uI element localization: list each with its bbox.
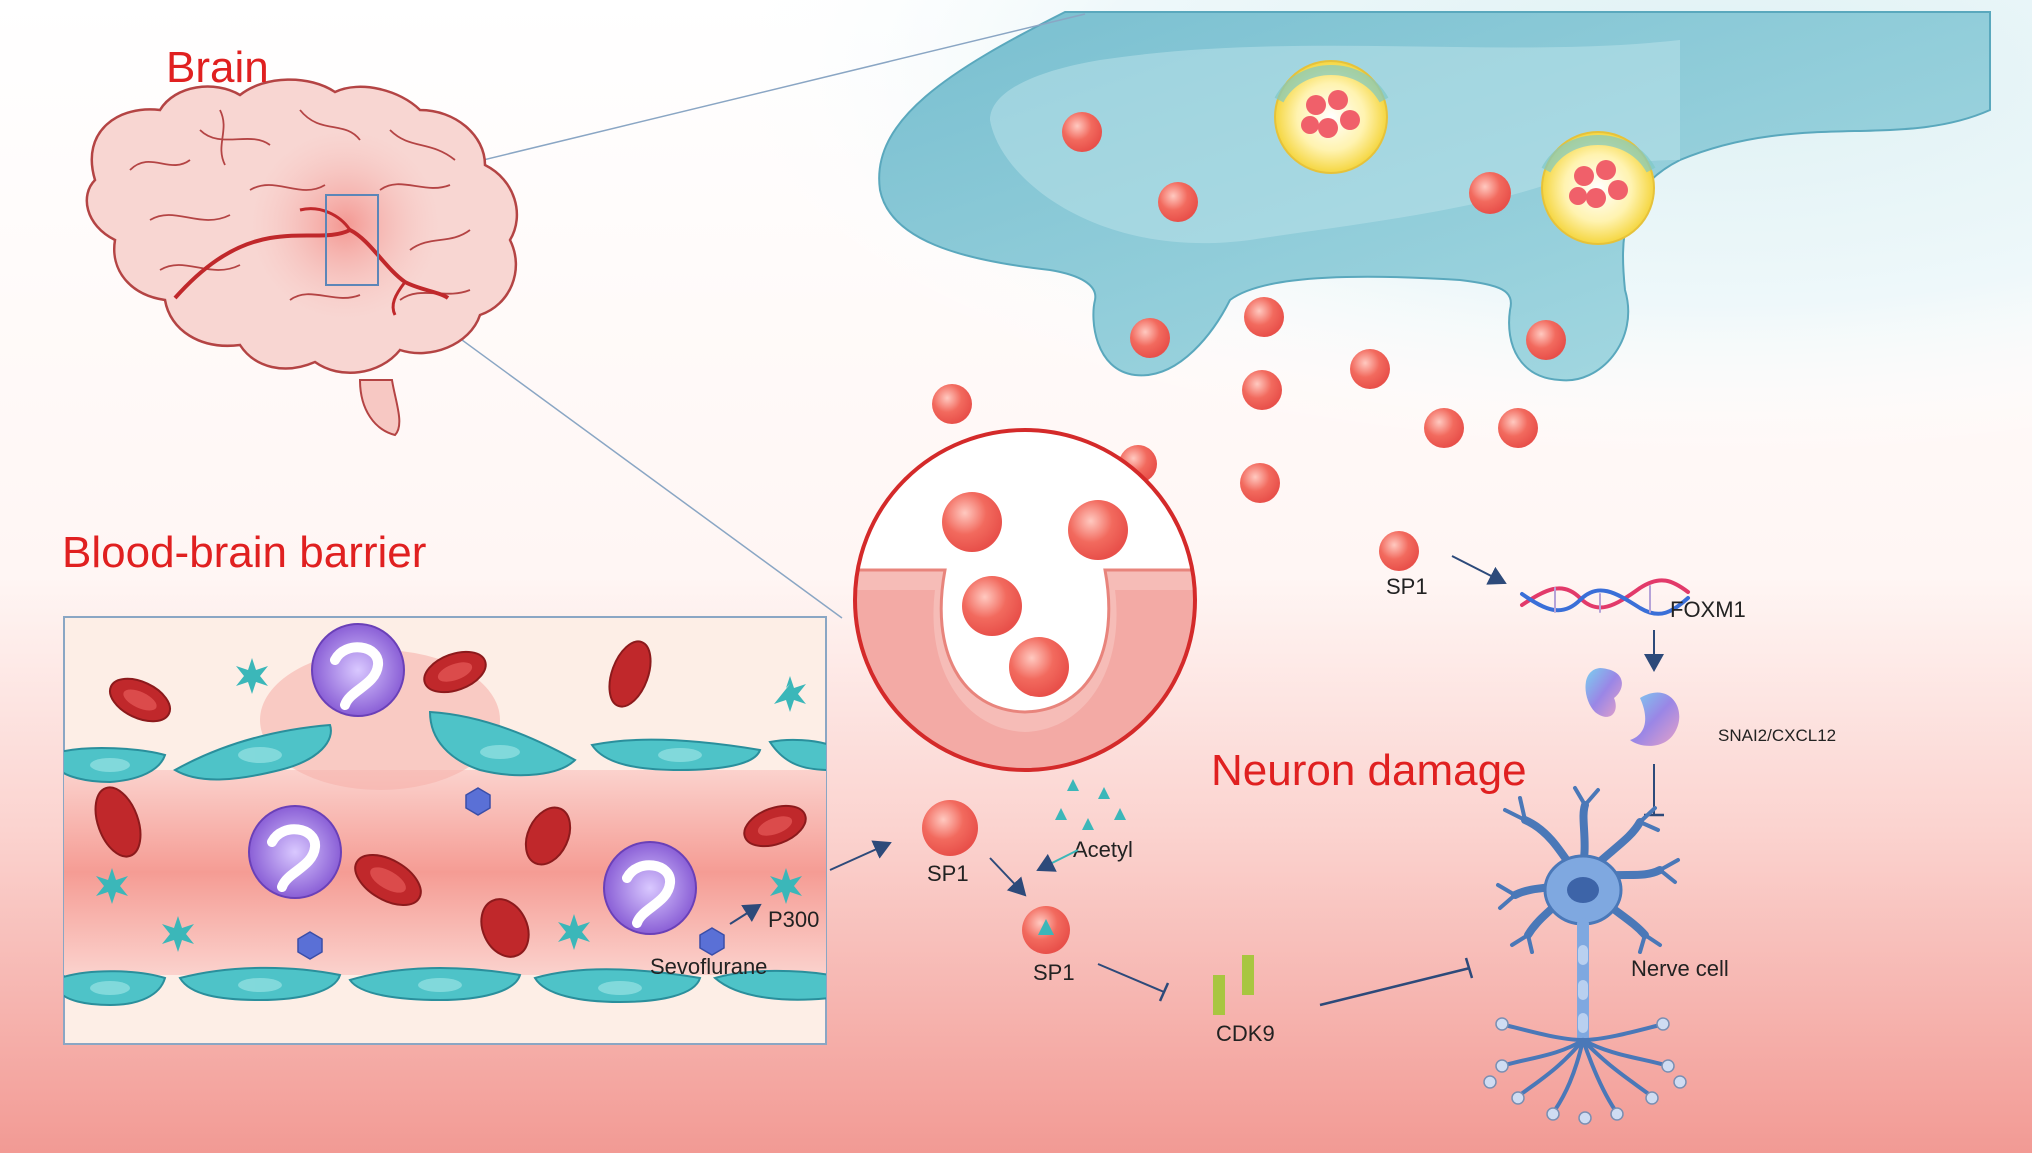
blood-brain-barrier-panel: P300 Sevoflurane <box>63 616 827 1045</box>
endocytosis-zoom <box>853 428 1197 772</box>
brain-title: Brain <box>166 43 269 92</box>
sevoflurane-hexagon-icon <box>297 787 725 960</box>
protein-icon <box>1585 668 1680 746</box>
dna-helix-icon <box>1520 578 1690 616</box>
sp1-foxm1-pathway: SP1 FOXM1 SNAI2/CXCL12 <box>1379 531 1836 817</box>
sp1-acetylation-pathway: SP1 Acetyl SP1 CDK9 <box>829 779 1474 1046</box>
p300-label: P300 <box>768 907 819 932</box>
zoom-line <box>379 13 1086 186</box>
cdk9-label: CDK9 <box>1216 1021 1275 1046</box>
sp1-particles <box>932 112 1566 503</box>
endothelial-cells-bottom <box>64 966 826 1007</box>
acetyl-triangles <box>1055 779 1126 830</box>
cdk9-icon <box>1213 955 1254 1015</box>
sp1-particle <box>1379 531 1419 571</box>
bbb-title: Blood-brain barrier <box>62 528 426 577</box>
acetyl-label: Acetyl <box>1073 837 1133 862</box>
synaptic-vesicle <box>1541 131 1656 245</box>
region-marker <box>325 194 379 286</box>
neuron-damage-title: Neuron damage <box>1211 746 1527 795</box>
sp1-top-label: SP1 <box>1386 574 1428 599</box>
foxm1-label: FOXM1 <box>1670 597 1746 622</box>
brain-illustration <box>85 78 519 437</box>
nerve-cell-illustration <box>1483 786 1687 1125</box>
sevoflurane-label: Sevoflurane <box>650 954 767 979</box>
leukocytes <box>248 623 697 935</box>
snai2-cxcl12-label: SNAI2/CXCL12 <box>1718 726 1836 745</box>
p300-star-icon <box>96 658 806 952</box>
synaptic-vesicle <box>1274 60 1389 174</box>
sp1-particle <box>922 800 978 856</box>
sp1-acetylated-label: SP1 <box>1033 960 1075 985</box>
nerve-cell-label: Nerve cell <box>1631 956 1729 981</box>
sp1-left-label: SP1 <box>927 861 969 886</box>
